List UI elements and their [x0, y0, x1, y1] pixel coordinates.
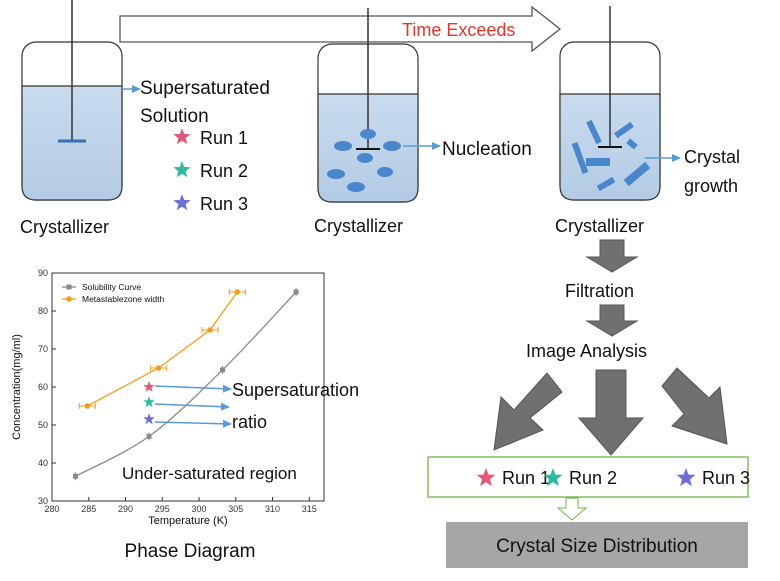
solubility-point: [293, 289, 299, 295]
run-1-star-icon: [173, 128, 191, 145]
chart-run-points: [143, 381, 155, 425]
y-tick-label: 60: [38, 382, 48, 392]
csd-label: Crystal Size Distribution: [496, 536, 698, 557]
box-run-3-star-icon: [676, 468, 696, 487]
box-run-2-label: Run 2: [569, 468, 617, 488]
y-tick-label: 90: [38, 268, 48, 278]
grown-crystals: [571, 119, 651, 192]
x-tick-label: 310: [265, 504, 280, 514]
csd-box: [446, 522, 748, 568]
phase-diagram-title: Phase Diagram: [125, 541, 256, 562]
runs-box-items: Run 1 Run 2 Run 3: [476, 468, 750, 488]
chart-legend: Solubility Curve Metastablezone width: [62, 282, 164, 304]
y-tick-label: 30: [38, 496, 48, 506]
crystal-growth-label-line1: Crystal: [684, 147, 740, 167]
solubility-point: [73, 473, 79, 479]
run-3-star-icon: [173, 194, 191, 211]
time-exceeds-arrow: Time Exceeds: [119, 5, 562, 53]
chart-series: [73, 288, 299, 481]
chart-ylabel: Concentration(mg/ml): [11, 334, 23, 440]
x-tick-label: 305: [228, 504, 243, 514]
x-tick-label: 300: [192, 504, 207, 514]
filtration-label: Filtration: [565, 281, 634, 301]
nucleation-label: Nucleation: [442, 139, 532, 160]
chart-axes: 280 285 290 295 300 305 310 315 30 40 50 60 70 80 90: [38, 268, 317, 514]
box-run-3-label: Run 3: [702, 468, 750, 488]
metastable-point: [207, 327, 213, 333]
legend-metastable: Metastablezone width: [82, 294, 164, 304]
run-1-label: Run 1: [200, 128, 248, 148]
process-arrows: [493, 239, 728, 456]
crystallizer-3-label: Crystallizer: [555, 216, 644, 236]
chart-xlabel: Temperature (K): [148, 515, 227, 527]
box-run-2-star-icon: [543, 468, 563, 487]
x-tick-label: 315: [302, 504, 317, 514]
chart-run-2-star-icon: [143, 396, 155, 408]
crystallizer-1: [21, 0, 123, 201]
crystallizer-3: [559, 6, 661, 201]
metastable-point: [234, 289, 241, 295]
y-tick-label: 70: [38, 344, 48, 354]
metastable-point: [84, 403, 91, 409]
image-analysis-label: Image Analysis: [526, 341, 647, 361]
x-tick-label: 290: [118, 504, 133, 514]
run-3-label: Run 3: [200, 194, 248, 214]
x-tick-label: 280: [44, 504, 59, 514]
under-saturated-label: Under-saturated region: [122, 464, 297, 483]
supersaturation-label-line1: Supersaturation: [232, 380, 359, 400]
solubility-point: [146, 433, 152, 439]
time-exceeds-label: Time Exceeds: [402, 20, 515, 40]
x-tick-label: 285: [81, 504, 96, 514]
x-tick-label: 295: [155, 504, 170, 514]
chart-run-3-star-icon: [143, 413, 155, 425]
y-tick-label: 40: [38, 458, 48, 468]
supersaturation-label-line2: ratio: [232, 412, 267, 432]
crystallizer-2: [317, 8, 419, 203]
chart-run-1-star-icon: [143, 381, 155, 392]
run-2-star-icon: [173, 161, 191, 178]
supersaturated-label-line2: Solution: [140, 106, 209, 127]
nuclei: [327, 129, 401, 192]
run-2-label: Run 2: [200, 161, 248, 181]
y-tick-label: 50: [38, 420, 48, 430]
solubility-point: [220, 367, 226, 373]
series-line-1: [75, 291, 297, 477]
crystal-growth-label-line2: growth: [684, 176, 738, 196]
run-legend: Run 1 Run 2 Run 3: [173, 128, 248, 214]
y-tick-label: 80: [38, 306, 48, 316]
series-line-2: [86, 291, 238, 407]
box-run-1-label: Run 1: [502, 468, 550, 488]
legend-solubility: Solubility Curve: [82, 282, 141, 292]
supersaturated-label-line1: Supersaturated: [140, 78, 270, 99]
metastable-point: [155, 365, 162, 371]
crystallizer-2-label: Crystallizer: [314, 216, 403, 236]
crystallizer-1-label: Crystallizer: [20, 217, 109, 237]
box-run-1-star-icon: [476, 468, 496, 487]
